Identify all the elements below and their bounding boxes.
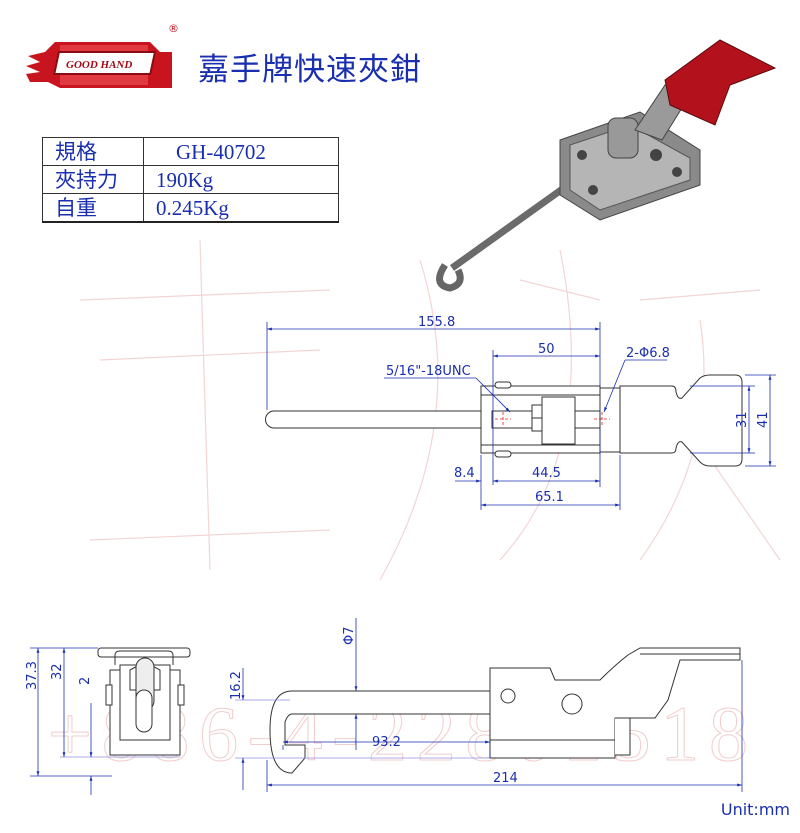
spec-label: 自重 [42, 193, 144, 223]
dim-hole-spacing: 50 [538, 342, 555, 357]
dim-total-length: 214 [493, 771, 518, 786]
spec-label: 規格 [42, 137, 144, 166]
spec-value: GH-40702 [143, 137, 339, 166]
product-render [436, 39, 777, 292]
spec-value: 190Kg [143, 165, 339, 194]
spec-table: 規格 GH-40702 夾持力 190Kg 自重 0.245Kg [42, 137, 339, 223]
dim-height-offset: 2 [78, 677, 93, 685]
table-row: 夾持力 190Kg [42, 165, 339, 194]
side-view-dimensions: Φ7 16.2 93.2 214 [229, 618, 743, 792]
dim-hole-to-hole: 44.5 [532, 466, 561, 481]
table-row: 自重 0.245Kg [42, 193, 339, 223]
dim-height: 32 [50, 663, 65, 680]
dim-offset: 8.4 [454, 466, 475, 481]
dim-overall-length: 155.8 [418, 315, 455, 330]
top-view [265, 374, 743, 467]
dim-thread: 5/16"-18UNC [386, 364, 471, 379]
dim-base-length: 65.1 [535, 490, 564, 505]
top-view-dimensions [266, 322, 776, 510]
unit-label: Unit:mm [720, 800, 790, 819]
table-row: 規格 GH-40702 [42, 137, 339, 166]
dim-hook-height: 16.2 [229, 671, 244, 700]
top-view-labels: 155.8 50 5/16"-18UNC 2-Φ6.8 8.4 44.5 65.… [386, 315, 771, 505]
side-view [269, 647, 741, 774]
dim-inner-width: 31 [735, 411, 750, 428]
logo-text: GOOD HAND [66, 59, 132, 71]
dim-outer-width: 41 [756, 411, 771, 428]
spec-label: 夾持力 [42, 165, 144, 194]
dim-height-total: 37.3 [25, 661, 40, 690]
registered-mark: ® [168, 22, 179, 35]
dim-rod-diameter: Φ7 [342, 626, 357, 645]
end-view-dimensions: 37.3 32 2 [25, 647, 180, 795]
spec-value: 0.245Kg [143, 193, 339, 223]
good-hand-logo: GOOD HAND ® [26, 22, 179, 88]
dim-holes: 2-Φ6.8 [626, 346, 670, 361]
dim-hook-reach: 93.2 [372, 735, 401, 750]
page-title: 嘉手牌快速夾鉗 [198, 52, 422, 88]
end-view [97, 647, 191, 756]
